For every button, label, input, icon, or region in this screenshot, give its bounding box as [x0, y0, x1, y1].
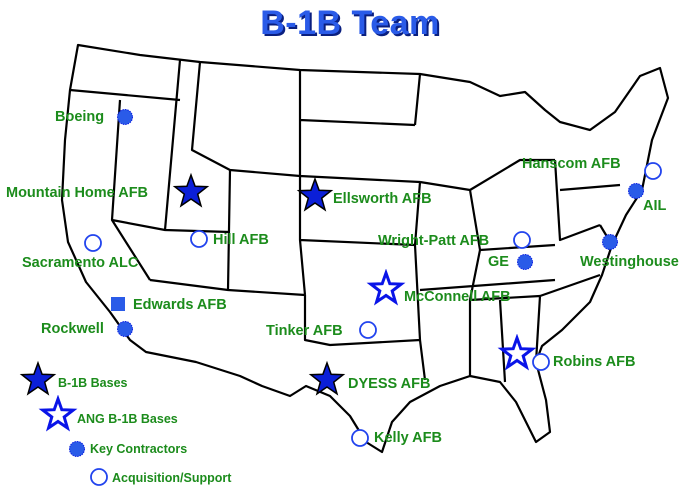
location-label-tinker: Tinker AFB: [266, 323, 343, 339]
location-label-boeing: Boeing: [55, 109, 105, 125]
legend-filled-circle-icon: [69, 441, 85, 457]
ellsworth-filled-star-icon: [296, 176, 334, 212]
location-label-mcconnell: McConnell AFB: [404, 289, 511, 305]
robins-hollow-circle-icon: [532, 353, 550, 371]
location-label-hill: Hill AFB: [213, 232, 269, 248]
hill-hollow-circle-icon: [190, 230, 208, 248]
tinker-hollow-circle-icon: [359, 321, 377, 339]
legend-hollow-star-icon: [38, 395, 78, 432]
mountain-home-filled-star-icon: [172, 172, 210, 208]
wright-patt-hollow-circle-icon: [513, 231, 531, 249]
legend-label: B-1B Bases: [58, 376, 128, 390]
dyess-filled-star-icon: [308, 360, 346, 396]
location-label-ge: GE: [488, 254, 509, 270]
legend-hollow-circle-icon: [90, 468, 108, 486]
location-label-wright-patt: Wright-Patt AFB: [378, 233, 490, 249]
location-label-mountain-home: Mountain Home AFB: [6, 185, 149, 201]
robins-hollow-star-icon: [497, 334, 537, 371]
location-label-edwards: Edwards AFB: [133, 297, 227, 313]
location-label-rockwell: Rockwell: [41, 321, 104, 337]
legend-label: Acquisition/Support: [112, 471, 232, 485]
legend-filled-star-icon: [19, 360, 57, 396]
location-label-robins: Robins AFB: [553, 354, 636, 370]
kelly-hollow-circle-icon: [351, 429, 369, 447]
rockwell-filled-circle-icon: [117, 321, 133, 337]
location-label-ail: AIL: [643, 198, 667, 214]
hanscom-hollow-circle-icon: [644, 162, 662, 180]
location-label-hanscom: Hanscom AFB: [522, 156, 621, 172]
boeing-filled-circle-icon: [117, 109, 133, 125]
mcconnell-hollow-star-icon: [366, 269, 406, 306]
ge-filled-circle-icon: [517, 254, 533, 270]
edwards-square-icon: [111, 297, 125, 311]
legend-label: Key Contractors: [90, 442, 188, 456]
sacramento-hollow-circle-icon: [84, 234, 102, 252]
location-label-sacramento: Sacramento ALC: [22, 255, 139, 271]
location-label-ellsworth: Ellsworth AFB: [333, 191, 432, 207]
location-label-kelly: Kelly AFB: [374, 430, 442, 446]
legend-label: ANG B-1B Bases: [77, 412, 178, 426]
page-title: B-1B Team: [260, 4, 440, 42]
location-label-westinghouse: Westinghouse: [580, 254, 679, 270]
ail-filled-circle-icon: [628, 183, 644, 199]
us-outline: [60, 43, 670, 454]
westinghouse-filled-circle-icon: [602, 234, 618, 250]
location-label-dyess: DYESS AFB: [348, 376, 431, 392]
